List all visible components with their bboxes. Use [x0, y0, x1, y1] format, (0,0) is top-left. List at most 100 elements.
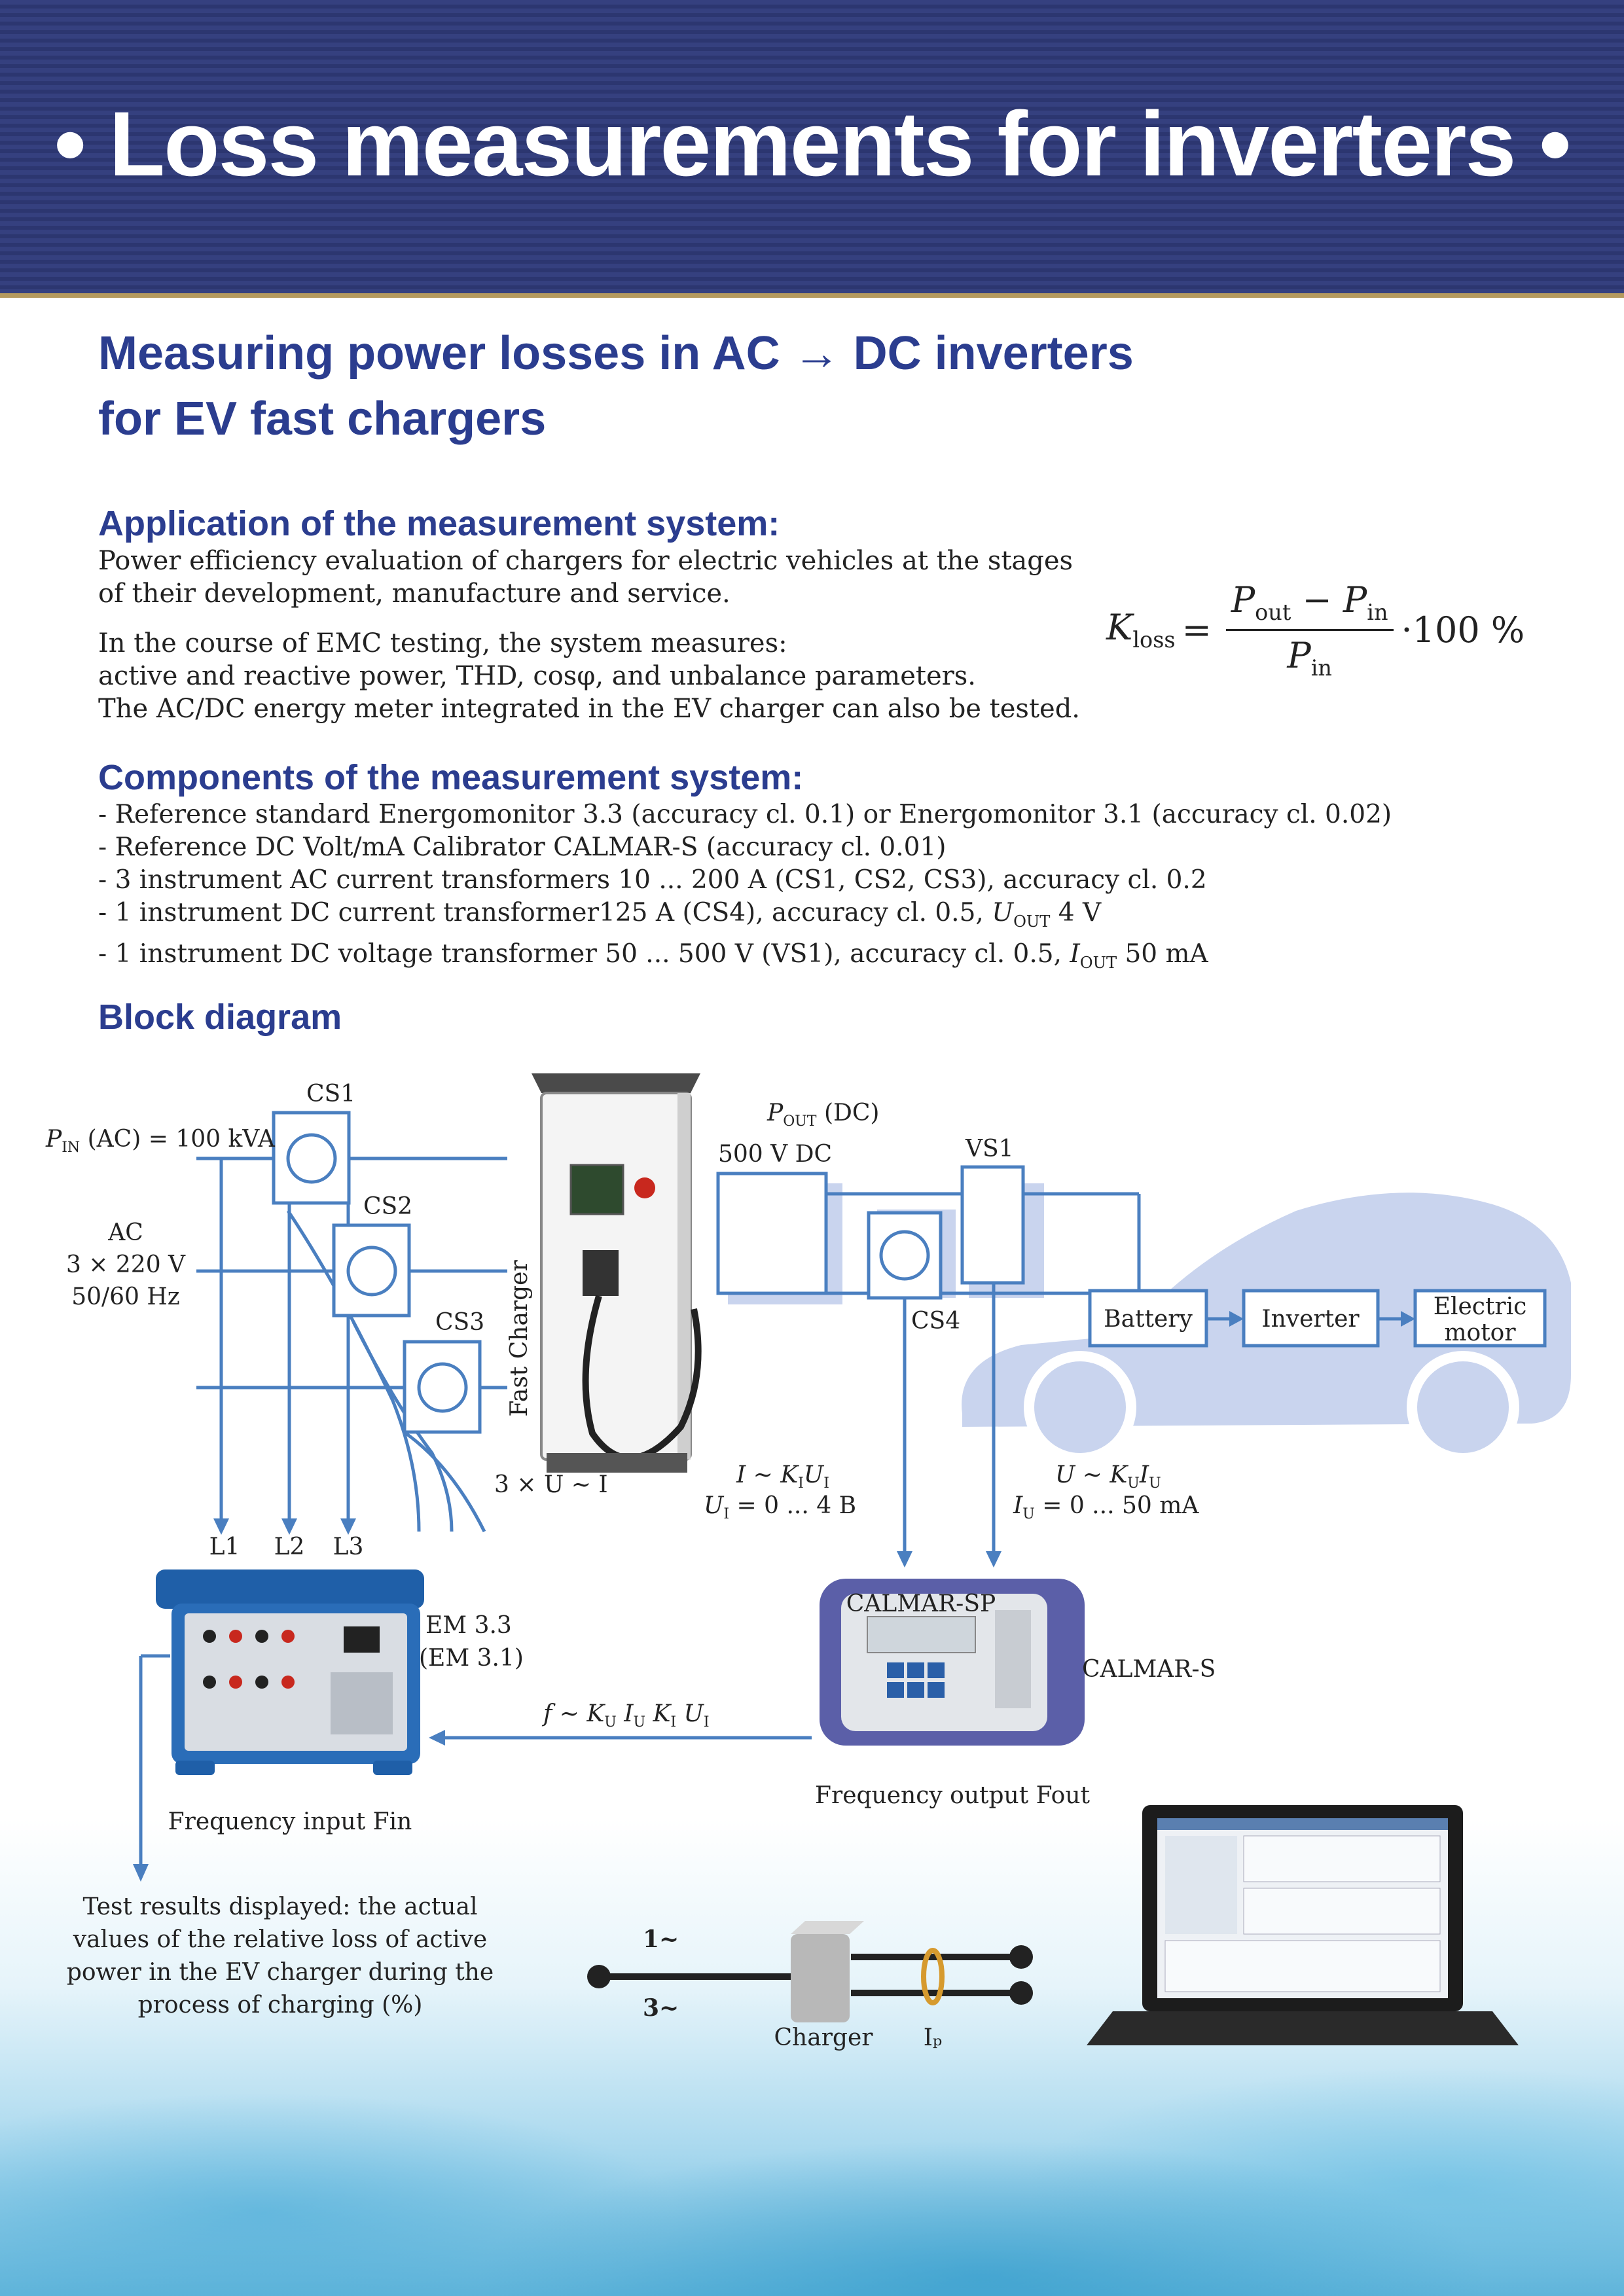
dc-voltage-label: 500 V DC [718, 1141, 832, 1168]
inverter-box [1242, 1289, 1380, 1348]
cs-wire-1 [286, 1210, 421, 1532]
three-ui-label: 3 × U ~ I [494, 1471, 608, 1498]
em-jack [281, 1630, 295, 1643]
list-item-text: - 1 instrument DC current transformer125… [98, 898, 992, 927]
fast-charger-label: Fast Charger [506, 1260, 533, 1417]
cs4-label: CS4 [911, 1308, 960, 1335]
formula-den-sub: in [1310, 655, 1332, 681]
l2-label: L2 [274, 1534, 305, 1560]
sensor-frame [272, 1111, 351, 1205]
formula-denominator: Pin [1287, 631, 1332, 681]
em-foot [373, 1761, 412, 1775]
main-title-line2: for EV fast chargers [98, 393, 547, 445]
cs3-label: CS3 [435, 1309, 484, 1336]
pictogram-node [1009, 1981, 1033, 2005]
pictogram-ip-label: Iₚ [924, 2024, 943, 2051]
list-item-symbol: I [1070, 939, 1080, 969]
sensor-cs1 [272, 1111, 351, 1205]
application-paragraph-1: Power efficiency evaluation of chargers … [98, 545, 1073, 610]
sensor-coil [417, 1362, 468, 1413]
formula-pin-sub: in [1367, 599, 1388, 625]
formula-numerator: Pout − Pin [1225, 579, 1394, 631]
formula-k-sub: loss [1132, 627, 1176, 653]
sensor-frame [332, 1223, 411, 1318]
em-label-2: (EM 3.1) [419, 1645, 524, 1672]
main-title: Measuring power losses in AC → DC invert… [98, 321, 1134, 452]
application-paragraph-2: In the course of EMC testing, the system… [98, 627, 1080, 725]
current-relation: I ~ KIUI [736, 1462, 829, 1492]
header-banner [0, 0, 1624, 298]
inverter-label: Inverter [1261, 1306, 1360, 1333]
list-item: - 1 instrument DC voltage transformer 50… [98, 938, 1392, 979]
em-lid [156, 1570, 424, 1609]
pictogram-charger-label: Charger [774, 2024, 874, 2051]
current-range: UI = 0 ... 4 B [704, 1492, 856, 1522]
charger-pictogram [587, 1921, 1033, 2022]
application-text-line: active and reactive power, THD, cosφ, an… [98, 661, 976, 691]
ac-label-3: 50/60 Hz [71, 1283, 180, 1310]
results-text-1: Test results displayed: the actual [83, 1893, 478, 1920]
formula-equals: = [1182, 609, 1212, 651]
energomonitor-device [156, 1570, 424, 1775]
application-heading: Application of the measurement system: [98, 504, 780, 543]
car-wheel-rear [1407, 1351, 1519, 1463]
sensor-coil [346, 1246, 397, 1297]
arrow-l3 [340, 1518, 356, 1535]
l3-label: L3 [333, 1534, 364, 1560]
sensor-cs2 [332, 1223, 411, 1318]
em-jack [255, 1630, 268, 1643]
results-text-2: values of the relative loss of active [73, 1926, 487, 1953]
list-item-text: 50 mA [1117, 939, 1208, 969]
list-item-sub: OUT [1013, 912, 1051, 931]
motor-box [1413, 1289, 1547, 1348]
laptop-screen-bar [1157, 1818, 1448, 1830]
application-text-line: In the course of EMC testing, the system… [98, 628, 787, 658]
calmar-side-panel [995, 1610, 1031, 1708]
vs1-label: VS1 [965, 1136, 1014, 1162]
laptop-base [1087, 2011, 1519, 2045]
calmar-key [928, 1682, 945, 1698]
list-item-text: 4 V [1050, 898, 1102, 927]
charger-screen [569, 1164, 624, 1215]
phase3-label: 3~ [643, 1994, 679, 2022]
list-item: - Reference DC Volt/mA Calibrator CALMAR… [98, 833, 947, 862]
laptop-screen-panel [1243, 1888, 1441, 1935]
cs-wire-2 [352, 1321, 454, 1532]
components-list: - Reference standard Energomonitor 3.3 (… [98, 798, 1392, 979]
loss-formula: Kloss = Pout − Pin Pin ·100 % [1106, 579, 1525, 681]
list-item-text: - 1 instrument DC voltage transformer 50… [98, 939, 1070, 969]
formula-tail: ·100 % [1401, 609, 1525, 651]
calmar-key [907, 1662, 924, 1678]
converter-box [716, 1172, 828, 1295]
charger-plug-holder [583, 1250, 619, 1296]
pictogram-ip-coil [921, 1948, 945, 2005]
pictogram-charger [791, 1934, 850, 2022]
sensor-cs4 [867, 1211, 943, 1300]
formula-den-p: P [1287, 634, 1311, 676]
calmar-screen [867, 1616, 976, 1653]
battery-box [1088, 1289, 1208, 1348]
em-keypad [331, 1672, 393, 1734]
em-label-1: EM 3.3 [425, 1612, 512, 1639]
motor-label-1: Electric [1434, 1293, 1527, 1320]
formula-minus: − [1291, 579, 1343, 620]
application-text-line: of their development, manufacture and se… [98, 579, 731, 609]
em-jack [203, 1676, 216, 1689]
results-text-3: power in the EV charger during the [67, 1959, 494, 1986]
application-text-line: The AC/DC energy meter integrated in the… [98, 694, 1081, 724]
fast-charger-station [532, 1073, 702, 1473]
pictogram-charger-top [791, 1921, 864, 1934]
em-display [344, 1626, 380, 1653]
charger-roof [532, 1073, 700, 1093]
pin-label: PIN (AC) = 100 kVA [45, 1126, 276, 1156]
arrow-fin [133, 1864, 149, 1882]
battery-label: Battery [1104, 1306, 1193, 1333]
frequency-relation: f ~ KU IU KI UI [541, 1700, 710, 1731]
charger-button [634, 1177, 655, 1198]
em-foot [175, 1761, 215, 1775]
formula-pout-sub: out [1255, 599, 1291, 625]
block-diagram-heading: Block diagram [98, 997, 342, 1037]
calmar-key [887, 1682, 904, 1698]
sensor-coil [286, 1133, 337, 1184]
list-item-symbol: U [992, 898, 1014, 927]
